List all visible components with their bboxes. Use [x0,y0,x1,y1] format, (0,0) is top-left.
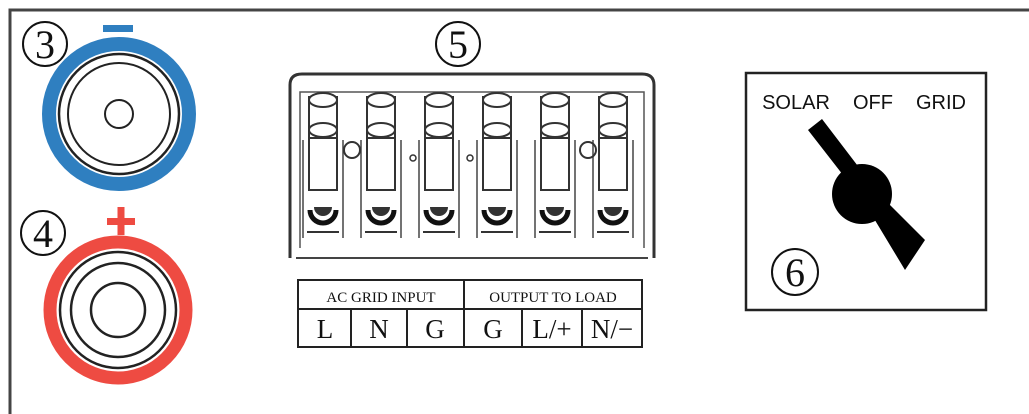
terminal-block: 5 AC GRID INPUT OUTPUT TO LOAD L N G G L… [288,21,656,348]
pin-label: L [317,314,334,344]
switch-number-6: 6 [785,250,805,295]
negative-stud [104,99,134,129]
positive-ring [43,235,193,385]
panel-outline [8,8,1029,414]
pin-label: N [369,314,389,344]
selector-switch: SOLAR OFF GRID 6 [744,71,988,312]
terminal-post [418,92,460,238]
terminal-number-4: 4 [33,211,53,256]
pin-label-table [297,279,643,348]
switch-position-solar: SOLAR [762,92,830,114]
terminal-block-housing [288,72,656,258]
switch-position-grid: GRID [916,92,966,114]
switch-position-off: OFF [853,92,893,114]
label-circle-5 [435,21,481,67]
group-label-ac-grid-input: AC GRID INPUT [326,290,435,306]
terminal-post [534,92,576,238]
terminal-post [592,92,634,238]
terminal-number-3: 3 [35,22,55,67]
label-circle-3 [22,21,68,67]
switch-knob-icon [808,119,925,270]
block-number-5: 5 [448,22,468,67]
terminal-post [476,92,518,238]
jumper-icon [343,141,361,159]
positive-stud [89,281,147,339]
label-circle-4 [20,210,66,256]
pin-label: G [483,314,503,344]
terminal-post [302,92,344,238]
terminal-post [360,92,402,238]
negative-terminal: 3 [22,21,196,191]
jumper-icon [579,141,597,159]
pin-label: G [425,314,445,344]
pin-label: N/− [591,314,633,344]
minus-sign-icon [103,25,133,32]
pin-label: L/+ [532,314,571,344]
label-circle-6 [771,248,819,296]
negative-ring [42,37,196,191]
positive-terminal: 4 [20,207,193,385]
group-label-output-to-load: OUTPUT TO LOAD [489,290,617,306]
